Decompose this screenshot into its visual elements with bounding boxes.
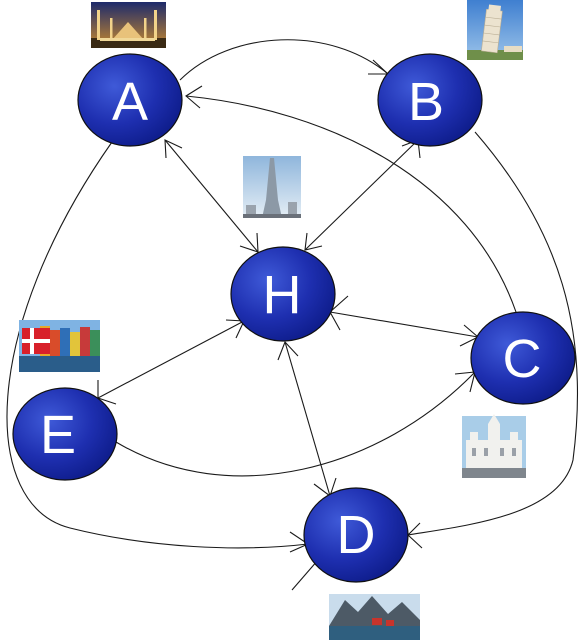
mosque-icon: [91, 2, 166, 48]
node-a-label: A: [112, 72, 148, 132]
node-h[interactable]: H: [230, 246, 336, 342]
arrowhead-at-d-from-b: [407, 522, 423, 549]
edge-h-to-c: [329, 311, 479, 338]
arrowhead-at-h-from-d: [277, 340, 299, 361]
edges: [6, 39, 579, 549]
skyscraper-icon: [243, 156, 301, 218]
node-c[interactable]: C: [470, 311, 576, 405]
edge-a-to-b: [179, 39, 389, 81]
node-d[interactable]: D: [303, 487, 409, 583]
edge-a-to-d: [6, 141, 309, 549]
node-b-label: B: [408, 72, 444, 132]
edge-e-to-c: [115, 371, 476, 477]
arrowhead-at-a-from-h: [164, 139, 183, 159]
harbor-flag-icon: [19, 320, 100, 372]
node-d-label: D: [337, 505, 376, 565]
edge-c-to-a: [185, 95, 517, 313]
edge-b-to-h: [304, 139, 419, 251]
node-b[interactable]: B: [377, 53, 483, 147]
mountain-village-icon: [329, 594, 420, 640]
arrow-tail-d: [291, 559, 319, 591]
edge-b-to-d: [407, 131, 579, 536]
palace-icon: [462, 414, 526, 478]
node-h-label: H: [263, 265, 302, 325]
edge-e-to-h: [97, 320, 245, 399]
arrowhead-at-a-from-c: [185, 85, 203, 109]
node-a[interactable]: A: [77, 53, 183, 147]
node-e[interactable]: E: [12, 387, 118, 481]
arrowhead-at-h-from-b: [304, 232, 323, 251]
node-c-label: C: [503, 329, 542, 389]
leaning-tower-icon: [467, 0, 523, 60]
edge-a-to-h: [164, 139, 259, 253]
node-e-label: E: [40, 405, 76, 465]
edge-h-to-d: [284, 341, 331, 497]
